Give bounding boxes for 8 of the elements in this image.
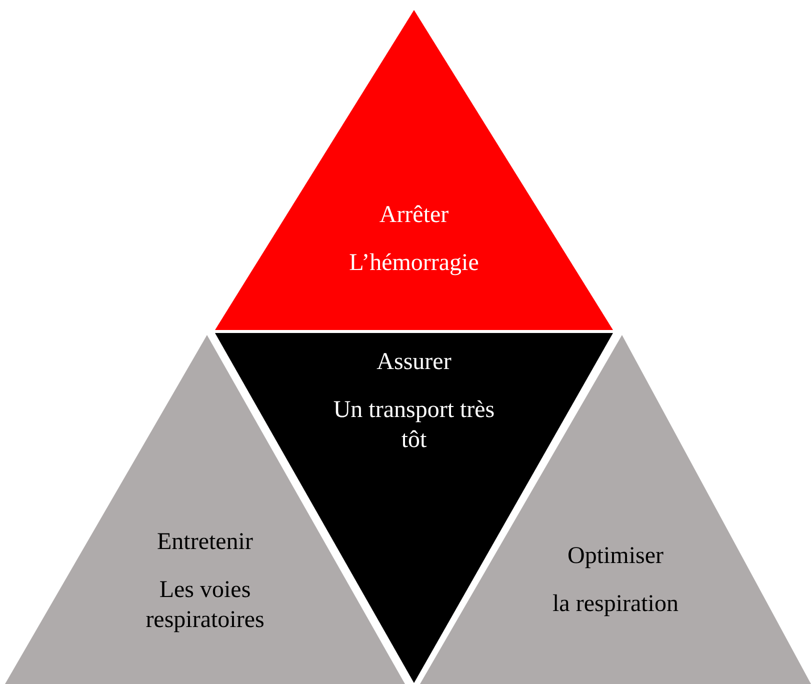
triangle-heading: Entretenir bbox=[156, 528, 254, 557]
triangle-heading: Assurer bbox=[376, 348, 452, 377]
triangle-label: Un transport très tôt bbox=[332, 396, 496, 455]
triangle-label: Les voies respiratoires bbox=[144, 576, 266, 635]
triangle-label: la respiration bbox=[552, 590, 680, 619]
triangle-heading: Optimiser bbox=[566, 542, 664, 571]
triangle-label: L’hémorragie bbox=[348, 249, 480, 278]
triangle-heading: Arrêter bbox=[378, 201, 450, 230]
